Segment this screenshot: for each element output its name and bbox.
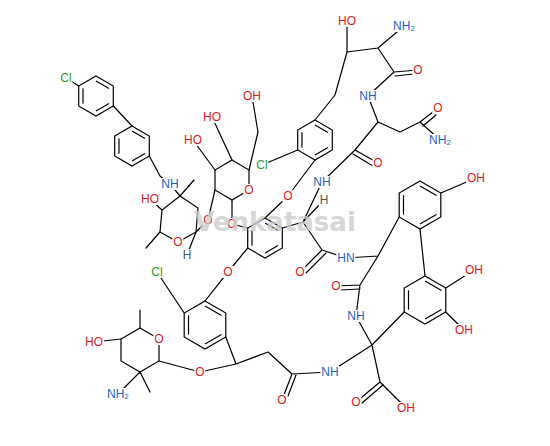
single-bonds: [66, 21, 476, 408]
benzene-ring: [298, 120, 333, 160]
atom-label: O: [330, 280, 341, 292]
sugar-rings: [121, 160, 249, 372]
atom-label: NH₂: [392, 20, 416, 32]
atom-label: HO: [84, 336, 104, 348]
double-bond-lines: [288, 74, 436, 403]
benzene-ring: [115, 126, 150, 166]
benzene-ring: [399, 181, 441, 229]
atom-label: O: [412, 64, 423, 76]
atom-label: OH: [454, 324, 474, 336]
atom-label: H: [319, 194, 330, 206]
atom-label: HO: [202, 111, 222, 123]
atom-label: NH: [346, 310, 365, 322]
atom-label: H: [182, 249, 193, 261]
atom-label: NH: [358, 90, 377, 102]
atom-label: NH: [312, 176, 331, 188]
atom-label: O: [276, 394, 287, 406]
atom-label: O: [222, 266, 233, 278]
atom-label: O: [350, 396, 361, 408]
benzene-ring: [404, 276, 446, 324]
atom-label: O: [282, 190, 293, 202]
atom-label: NH₂: [428, 134, 452, 146]
ring-double-bonds: [404, 186, 437, 224]
atom-label: OH: [396, 402, 416, 414]
atom-label: O: [153, 333, 164, 345]
atom-label: OH: [464, 264, 484, 276]
ring-double-bonds: [83, 81, 109, 111]
ring-double-bonds: [409, 281, 442, 319]
atom-label: O: [294, 266, 305, 278]
aromatic-rings: [79, 76, 446, 349]
atom-label: O: [172, 236, 183, 248]
atom-label: NH₂: [106, 388, 130, 400]
atom-label: OH: [242, 90, 262, 102]
atom-label: Cl: [59, 72, 72, 84]
benzene-ring: [79, 76, 114, 116]
ring-double-bonds: [119, 131, 145, 161]
atom-label: OH: [466, 172, 486, 184]
atom-label: HN: [336, 252, 355, 264]
benzene-ring: [184, 301, 226, 349]
atom-label: HO: [140, 193, 160, 205]
atom-label: HO: [337, 15, 357, 27]
atom-label: NH: [160, 178, 179, 190]
atom-label: NH: [320, 366, 339, 378]
atom-label: O: [243, 184, 254, 196]
atom-label: HO: [183, 134, 203, 146]
atom-label: O: [194, 366, 205, 378]
atom-label: O: [432, 102, 443, 114]
ring-double-bonds: [189, 306, 222, 344]
atom-label: Cl: [255, 159, 268, 171]
watermark: Venkatasai: [194, 209, 356, 235]
atom-label: Cl: [150, 266, 163, 278]
ring-double-bonds: [302, 125, 328, 155]
atom-label: O: [372, 157, 383, 169]
